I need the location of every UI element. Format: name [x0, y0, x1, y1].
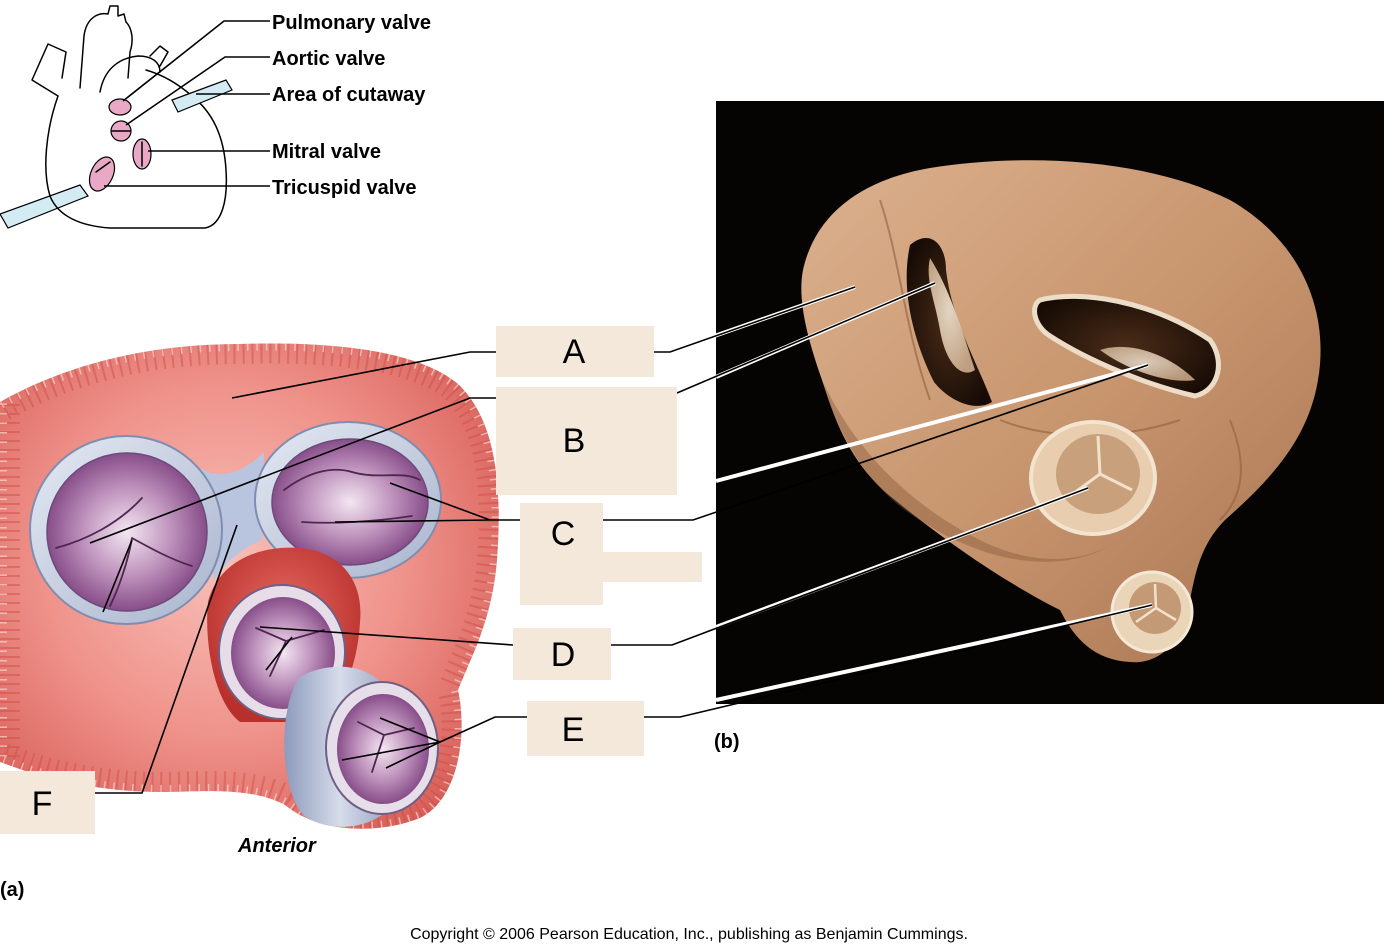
pulmonary-valve-marker: [108, 98, 132, 116]
panel-a-label: (a): [0, 879, 24, 901]
leader-f: [95, 524, 238, 794]
label-box-c-text: C: [551, 515, 576, 553]
leader-d-left: [259, 626, 514, 671]
tricuspid-valve-marker: [88, 156, 116, 192]
cutaway-plane-lower: [0, 184, 89, 229]
panel-a-illustration: Anterior (a): [0, 343, 527, 901]
leader-e-right: [644, 604, 1153, 718]
label-boxes: A B C D E F: [0, 326, 702, 834]
orientation-label: Anterior: [237, 835, 317, 857]
tricuspid-leaflets: [928, 258, 975, 373]
label-box-d-text: D: [551, 636, 576, 674]
label-box-b-text: B: [563, 422, 586, 460]
leader-e-left: [341, 716, 527, 769]
label-box-e-text: E: [562, 711, 585, 749]
leader-b-left-branch: [102, 539, 133, 613]
mitral-valve-label: Mitral valve: [272, 141, 381, 163]
aorta-outline: [79, 5, 133, 89]
cutaway-plane-upper: [171, 79, 233, 113]
leader-e-right-halo: [715, 603, 1153, 702]
valve-marker-seams: [95, 130, 143, 173]
mitral-valve-orifice: [271, 438, 429, 566]
leader-b-left: [89, 397, 496, 544]
pulmonary-valve-orifice: [337, 694, 429, 804]
cutaway-area-label: Area of cutaway: [272, 84, 426, 106]
pulmonary-trunk-outline: [99, 45, 169, 93]
label-box-c: [520, 503, 603, 605]
panel-b-label: (b): [714, 731, 740, 753]
copyright-notice: Copyright © 2006 Pearson Education, Inc.…: [410, 926, 968, 943]
leader-c-right: [603, 364, 1149, 521]
label-box-f: [0, 771, 95, 834]
vena-cava-outline: [31, 43, 67, 97]
aortic-leader: [125, 56, 270, 126]
label-box-a-text: A: [563, 333, 586, 371]
label-box-b: [496, 387, 677, 495]
aortic-valve-label: Aortic valve: [272, 48, 385, 70]
pulmonary-valve-label: Pulmonary valve: [272, 12, 431, 34]
label-box-c-extension: [603, 552, 702, 582]
leader-c-right-halo: [715, 363, 1149, 483]
pulmonary-leader: [122, 20, 270, 102]
leader-c-left: [334, 482, 520, 523]
label-box-f-text: F: [32, 785, 53, 823]
orientation-sketch: Pulmonary valve Aortic valve Area of cut…: [0, 5, 431, 229]
leader-b-right: [676, 282, 936, 394]
label-box-e: [527, 701, 644, 756]
leader-a-right: [654, 286, 856, 353]
leader-a-left: [231, 351, 496, 399]
label-box-d: [513, 628, 611, 680]
panel-b-photo: (b): [603, 101, 1384, 753]
tricuspid-valve-orifice: [46, 452, 208, 612]
leader-d-right: [611, 487, 1089, 646]
tricuspid-valve-label: Tricuspid valve: [272, 177, 417, 199]
specimen-shading: [822, 380, 1120, 562]
aortic-cusps-photo: [1069, 435, 1133, 498]
label-box-a: [496, 326, 654, 377]
pulmonary-cusps-photo: [1135, 583, 1177, 624]
